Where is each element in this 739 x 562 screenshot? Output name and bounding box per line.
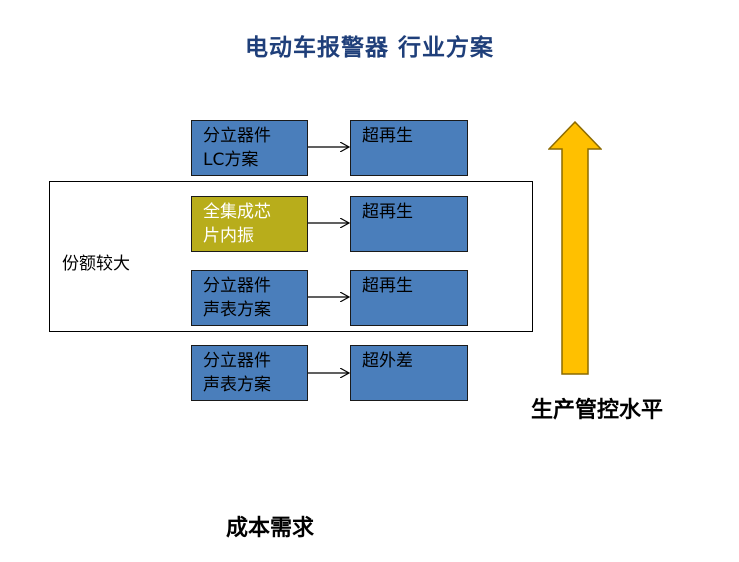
solution-box-integrated-chip: 全集成芯 片内振 [191, 196, 308, 252]
solution-line-1: 分立器件 [203, 351, 271, 371]
solution-box-discrete-lc: 分立器件 LC方案 [191, 120, 308, 176]
vertical-axis-label: 生产管控水平 [531, 397, 664, 423]
receiver-box-superregenerative-1: 超再生 [350, 120, 468, 176]
solution-line-2: LC方案 [203, 150, 259, 170]
solution-box-discrete-saw: 分立器件 声表方案 [191, 270, 308, 326]
receiver-box-superheterodyne: 超外差 [350, 345, 468, 401]
receiver-type: 超外差 [362, 351, 413, 371]
solution-line-1: 分立器件 [203, 126, 271, 146]
solution-line-1: 分立器件 [203, 276, 271, 296]
receiver-type: 超再生 [362, 276, 413, 296]
receiver-box-superregenerative-2: 超再生 [350, 196, 468, 252]
solution-line-2: 声表方案 [203, 300, 271, 320]
solution-line-1: 全集成芯 [203, 202, 271, 222]
solution-box-discrete-saw-heterodyne: 分立器件 声表方案 [191, 345, 308, 401]
receiver-type: 超再生 [362, 202, 413, 222]
solution-line-2: 片内振 [203, 226, 254, 246]
group-label: 份额较大 [62, 254, 130, 274]
receiver-type: 超再生 [362, 126, 413, 146]
horizontal-axis-label: 成本需求 [226, 515, 315, 541]
production-control-arrow [548, 121, 602, 375]
page-title: 电动车报警器 行业方案 [244, 34, 494, 61]
solution-line-2: 声表方案 [203, 375, 271, 395]
large-share-group-frame [49, 181, 533, 332]
receiver-box-superregenerative-3: 超再生 [350, 270, 468, 326]
